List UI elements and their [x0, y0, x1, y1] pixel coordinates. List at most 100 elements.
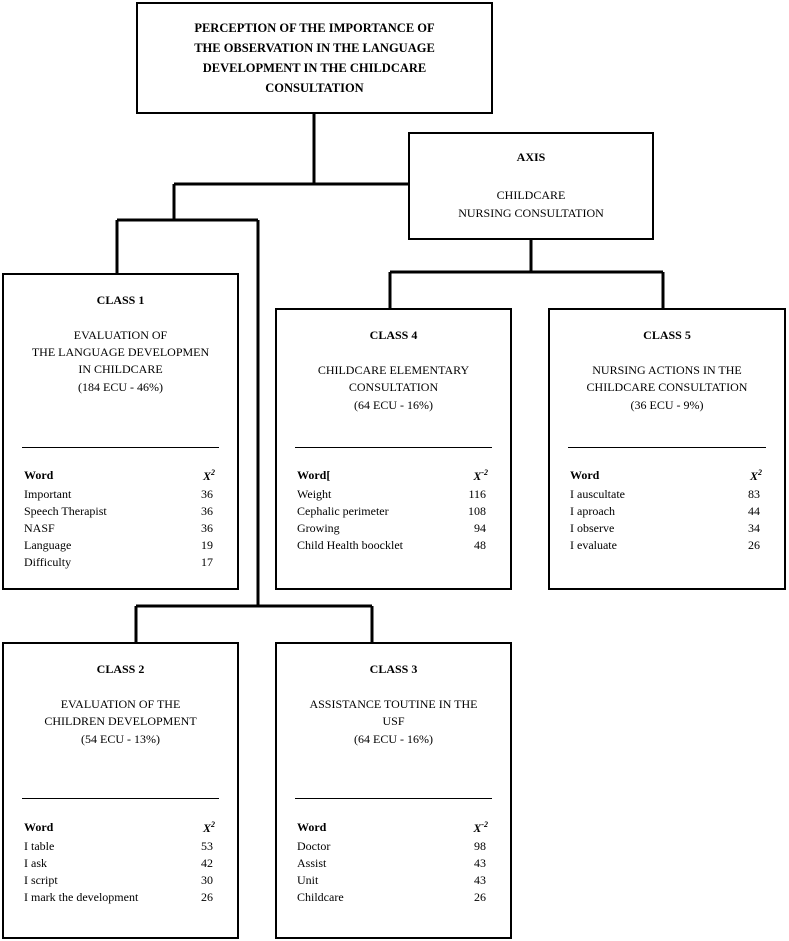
class-share: (54 ECU - 13%)	[81, 732, 160, 746]
row-value: 42	[201, 856, 213, 870]
table-row: I auscultate 83	[570, 486, 762, 503]
table-row: Unit 43	[297, 872, 488, 889]
table-row: Difficulty 17	[24, 554, 215, 571]
class-description-line: NURSING ACTIONS IN THE	[592, 363, 742, 377]
table-header: Word X2	[24, 468, 215, 486]
row-word: NASF	[24, 521, 55, 535]
class-divider	[568, 447, 766, 448]
row-word: Growing	[297, 521, 340, 535]
row-word: Child Health boocklet	[297, 538, 403, 552]
row-value: 30	[201, 873, 213, 887]
table-header: Word X2	[24, 820, 215, 838]
word-chi-table: Word X2 Important 36 Speech Therapist 36 N…	[24, 468, 215, 571]
row-word: Unit	[297, 873, 319, 887]
class-2-box: CLASS 2 EVALUATION OF THE CHILDREN DEVEL…	[2, 642, 239, 939]
class-description-line: EVALUATION OF	[73, 328, 168, 342]
axis-label: AXIS	[516, 150, 546, 164]
class-name: CLASS 5	[643, 328, 691, 342]
table-row: NASF 36	[24, 520, 215, 537]
table-header: Word X2	[570, 468, 762, 486]
row-word: Important	[24, 487, 72, 501]
word-chi-table: Word X-2 Doctor 98 Assist 43 Unit 43 Childc…	[297, 820, 488, 906]
row-value: 43	[474, 856, 486, 870]
class-1-box: CLASS 1 EVALUATION OF THE LANGUAGE DEVEL…	[2, 273, 239, 590]
chi-square-header: X2	[202, 468, 215, 483]
row-value: 44	[748, 504, 760, 518]
row-value: 26	[201, 890, 213, 904]
class-description-line: CHILDCARE ELEMENTARY	[317, 363, 470, 377]
class-name: CLASS 1	[96, 293, 145, 307]
word-column-header: Word[	[297, 468, 331, 482]
class-divider	[295, 447, 492, 448]
row-value: 83	[748, 487, 760, 501]
table-row: Growing 94	[297, 520, 488, 537]
class-name: CLASS 4	[369, 328, 418, 342]
chi-square-header: X2	[749, 468, 762, 483]
class-divider	[22, 447, 219, 448]
class-description: ASSISTANCE TOUTINE IN THE USF	[277, 696, 510, 730]
row-word: I auscultate	[570, 487, 625, 501]
row-value: 116	[468, 487, 486, 501]
row-word: I aproach	[570, 504, 615, 518]
class-description-line: CHILDREN DEVELOPMENT	[44, 714, 197, 728]
axis-line-2: NURSING CONSULTATION	[458, 206, 604, 220]
row-word: I ask	[24, 856, 47, 870]
row-word: Weight	[297, 487, 332, 501]
word-chi-table: Word X2 I auscultate 83 I aproach 44 I obs…	[570, 468, 762, 554]
class-description: EVALUATION OF THE LANGUAGE DEVELOPMEN IN…	[4, 327, 237, 378]
class-5-box: CLASS 5 NURSING ACTIONS IN THE CHILDCARE…	[548, 308, 786, 590]
class-divider	[22, 798, 219, 799]
class-3-box: CLASS 3 ASSISTANCE TOUTINE IN THE USF (6…	[275, 642, 512, 939]
row-word: Assist	[297, 856, 327, 870]
class-description-line: ASSISTANCE TOUTINE IN THE	[309, 697, 478, 711]
row-value: 36	[201, 521, 213, 535]
class-name: CLASS 3	[369, 662, 418, 676]
row-word: Speech Therapist	[24, 504, 107, 518]
root-title: PERCEPTION OF THE IMPORTANCE OF THE OBSE…	[194, 21, 435, 95]
class-share: (64 ECU - 16%)	[354, 398, 433, 412]
table-row: Assist 43	[297, 855, 488, 872]
class-description: EVALUATION OF THE CHILDREN DEVELOPMENT	[4, 696, 237, 730]
class-description-line: CHILDCARE CONSULTATION	[586, 380, 748, 394]
row-value: 94	[474, 521, 486, 535]
table-row: Important 36	[24, 486, 215, 503]
axis-description: CHILDCARE NURSING CONSULTATION	[410, 186, 652, 222]
row-value: 43	[474, 873, 486, 887]
class-share: (36 ECU - 9%)	[630, 398, 704, 412]
table-row: I ask 42	[24, 855, 215, 872]
row-word: I script	[24, 873, 58, 887]
table-row: I aproach 44	[570, 503, 762, 520]
row-value: 36	[201, 487, 213, 501]
class-description: NURSING ACTIONS IN THE CHILDCARE CONSULT…	[550, 362, 784, 396]
table-row: Doctor 98	[297, 838, 488, 855]
row-value: 17	[201, 555, 213, 569]
row-word: Difficulty	[24, 555, 72, 569]
row-value: 26	[748, 538, 760, 552]
class-share: (64 ECU - 16%)	[354, 732, 433, 746]
word-column-header: Word	[570, 468, 600, 482]
row-word: Doctor	[297, 839, 331, 853]
table-header: Word[ X-2	[297, 468, 488, 486]
class-name: CLASS 2	[96, 662, 145, 676]
row-word: I observe	[570, 521, 615, 535]
table-row: Weight 116	[297, 486, 488, 503]
class-share: (184 ECU - 46%)	[78, 380, 163, 394]
chi-square-header: X-2	[473, 468, 488, 483]
table-header: Word X-2	[297, 820, 488, 838]
row-value: 98	[474, 839, 486, 853]
class-description-line: CONSULTATION	[348, 380, 439, 394]
root-title-box: PERCEPTION OF THE IMPORTANCE OF THE OBSE…	[136, 2, 493, 114]
row-value: 19	[201, 538, 213, 552]
word-column-header: Word	[24, 820, 54, 834]
class-description: CHILDCARE ELEMENTARY CONSULTATION	[277, 362, 510, 396]
word-column-header: Word	[24, 468, 54, 482]
class-4-box: CLASS 4 CHILDCARE ELEMENTARY CONSULTATIO…	[275, 308, 512, 590]
row-word: Cephalic perimeter	[297, 504, 389, 518]
